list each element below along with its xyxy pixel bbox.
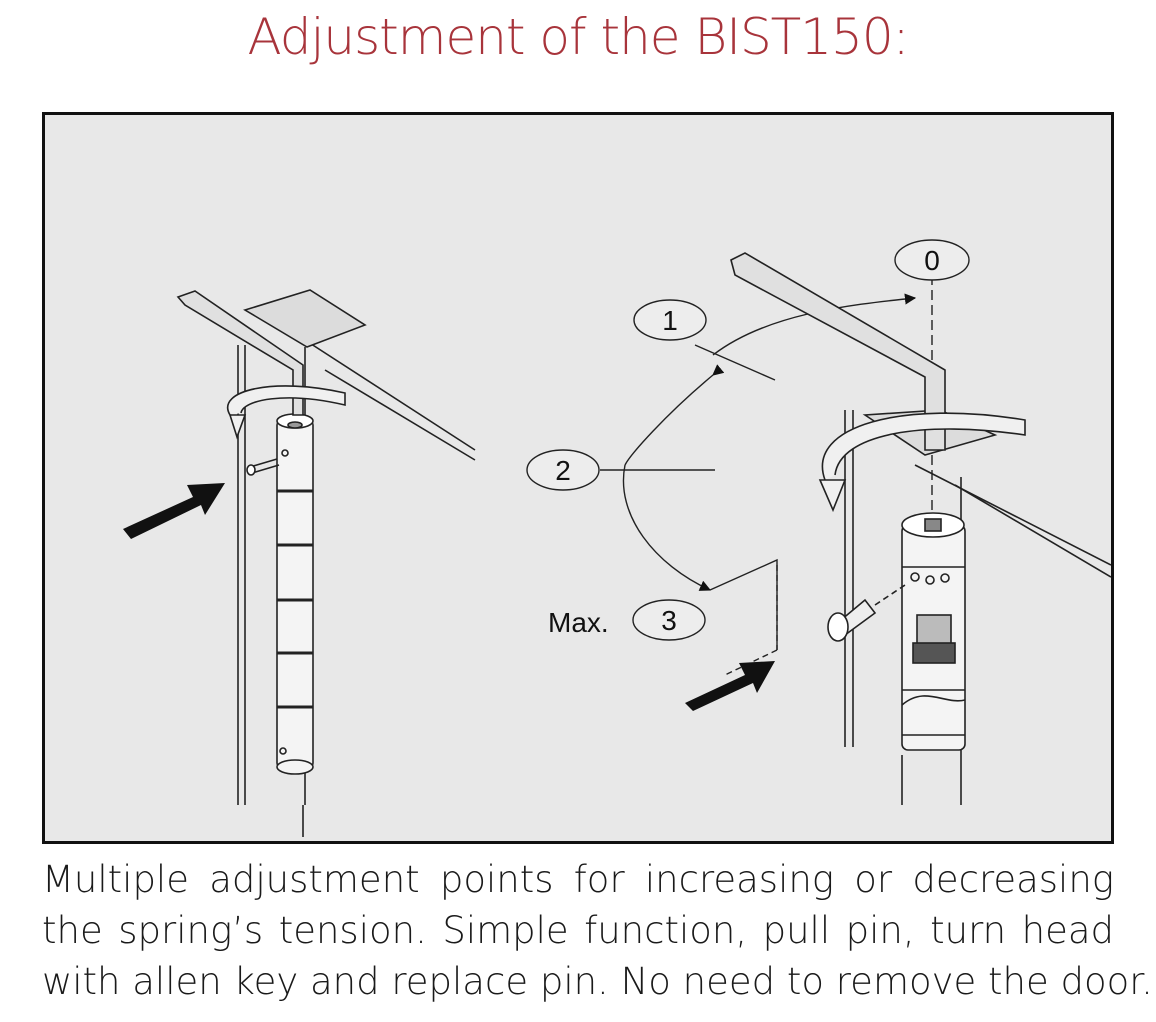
page-title: Adjustment of the BIST150: xyxy=(247,8,909,66)
description-line-2: the spring’s tension. Simple function, p… xyxy=(42,909,1114,952)
position-1-label: 1 xyxy=(662,305,678,336)
adjustment-diagram: 0 1 2 3 Max. xyxy=(42,112,1114,844)
insert-arrow-left xyxy=(123,483,225,539)
left-hinge-illustration xyxy=(176,289,476,837)
description-text: Multiple adjustment points for increasin… xyxy=(42,854,1153,1007)
description-line-3: with allen key and replace pin. No need … xyxy=(42,960,1153,1003)
diagram-canvas: 0 1 2 3 Max. xyxy=(123,239,1111,837)
right-hinge-illustration xyxy=(730,252,1111,805)
position-0-marker: 0 xyxy=(894,239,970,281)
position-3-label: 3 xyxy=(661,605,677,636)
position-3-marker: 3 xyxy=(632,599,706,641)
position-2-marker: 2 xyxy=(526,449,600,491)
description-line-1: Multiple adjustment points for increasin… xyxy=(42,858,1114,901)
insert-arrow-right xyxy=(685,661,775,711)
position-1-marker: 1 xyxy=(633,299,707,341)
position-2-label: 2 xyxy=(555,455,571,486)
max-label: Max. xyxy=(548,607,609,638)
position-0-label: 0 xyxy=(924,245,940,276)
